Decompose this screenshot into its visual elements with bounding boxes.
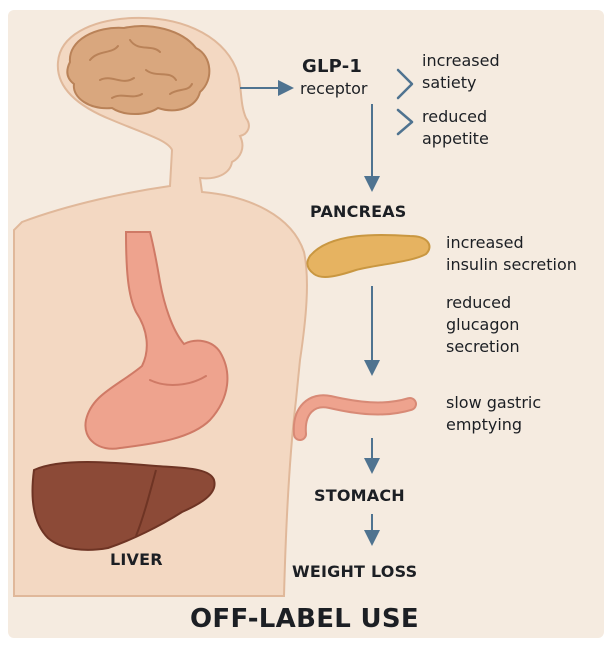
weight-loss-label: WEIGHT LOSS xyxy=(292,562,417,581)
effect-appetite: reduced appetite xyxy=(422,106,489,150)
effect-gastric: slow gastric emptying xyxy=(446,392,541,436)
effect-appetite-line1: reduced xyxy=(422,106,489,128)
stomach-label: STOMACH xyxy=(314,486,405,505)
pancreas-label: PANCREAS xyxy=(310,202,407,221)
liver-label: LIVER xyxy=(110,550,163,569)
effect-satiety-line1: increased xyxy=(422,50,500,72)
effect-insulin: increased insulin secretion xyxy=(446,232,577,276)
effect-glucagon-line1: reduced xyxy=(446,292,520,314)
receptor-name: GLP-1 xyxy=(302,56,362,77)
effect-gastric-line2: emptying xyxy=(446,414,541,436)
receptor-subtitle: receptor xyxy=(300,78,368,100)
page-title: OFF-LABEL USE xyxy=(0,604,609,634)
effect-insulin-line1: increased xyxy=(446,232,577,254)
effect-glucagon-line2: glucagon xyxy=(446,314,520,336)
effect-gastric-line1: slow gastric xyxy=(446,392,541,414)
effect-glucagon-line3: secretion xyxy=(446,336,520,358)
effect-satiety: increased satiety xyxy=(422,50,500,94)
effect-satiety-line2: satiety xyxy=(422,72,500,94)
effect-glucagon: reduced glucagon secretion xyxy=(446,292,520,358)
effect-appetite-line2: appetite xyxy=(422,128,489,150)
effect-insulin-line2: insulin secretion xyxy=(446,254,577,276)
brain xyxy=(67,26,209,114)
